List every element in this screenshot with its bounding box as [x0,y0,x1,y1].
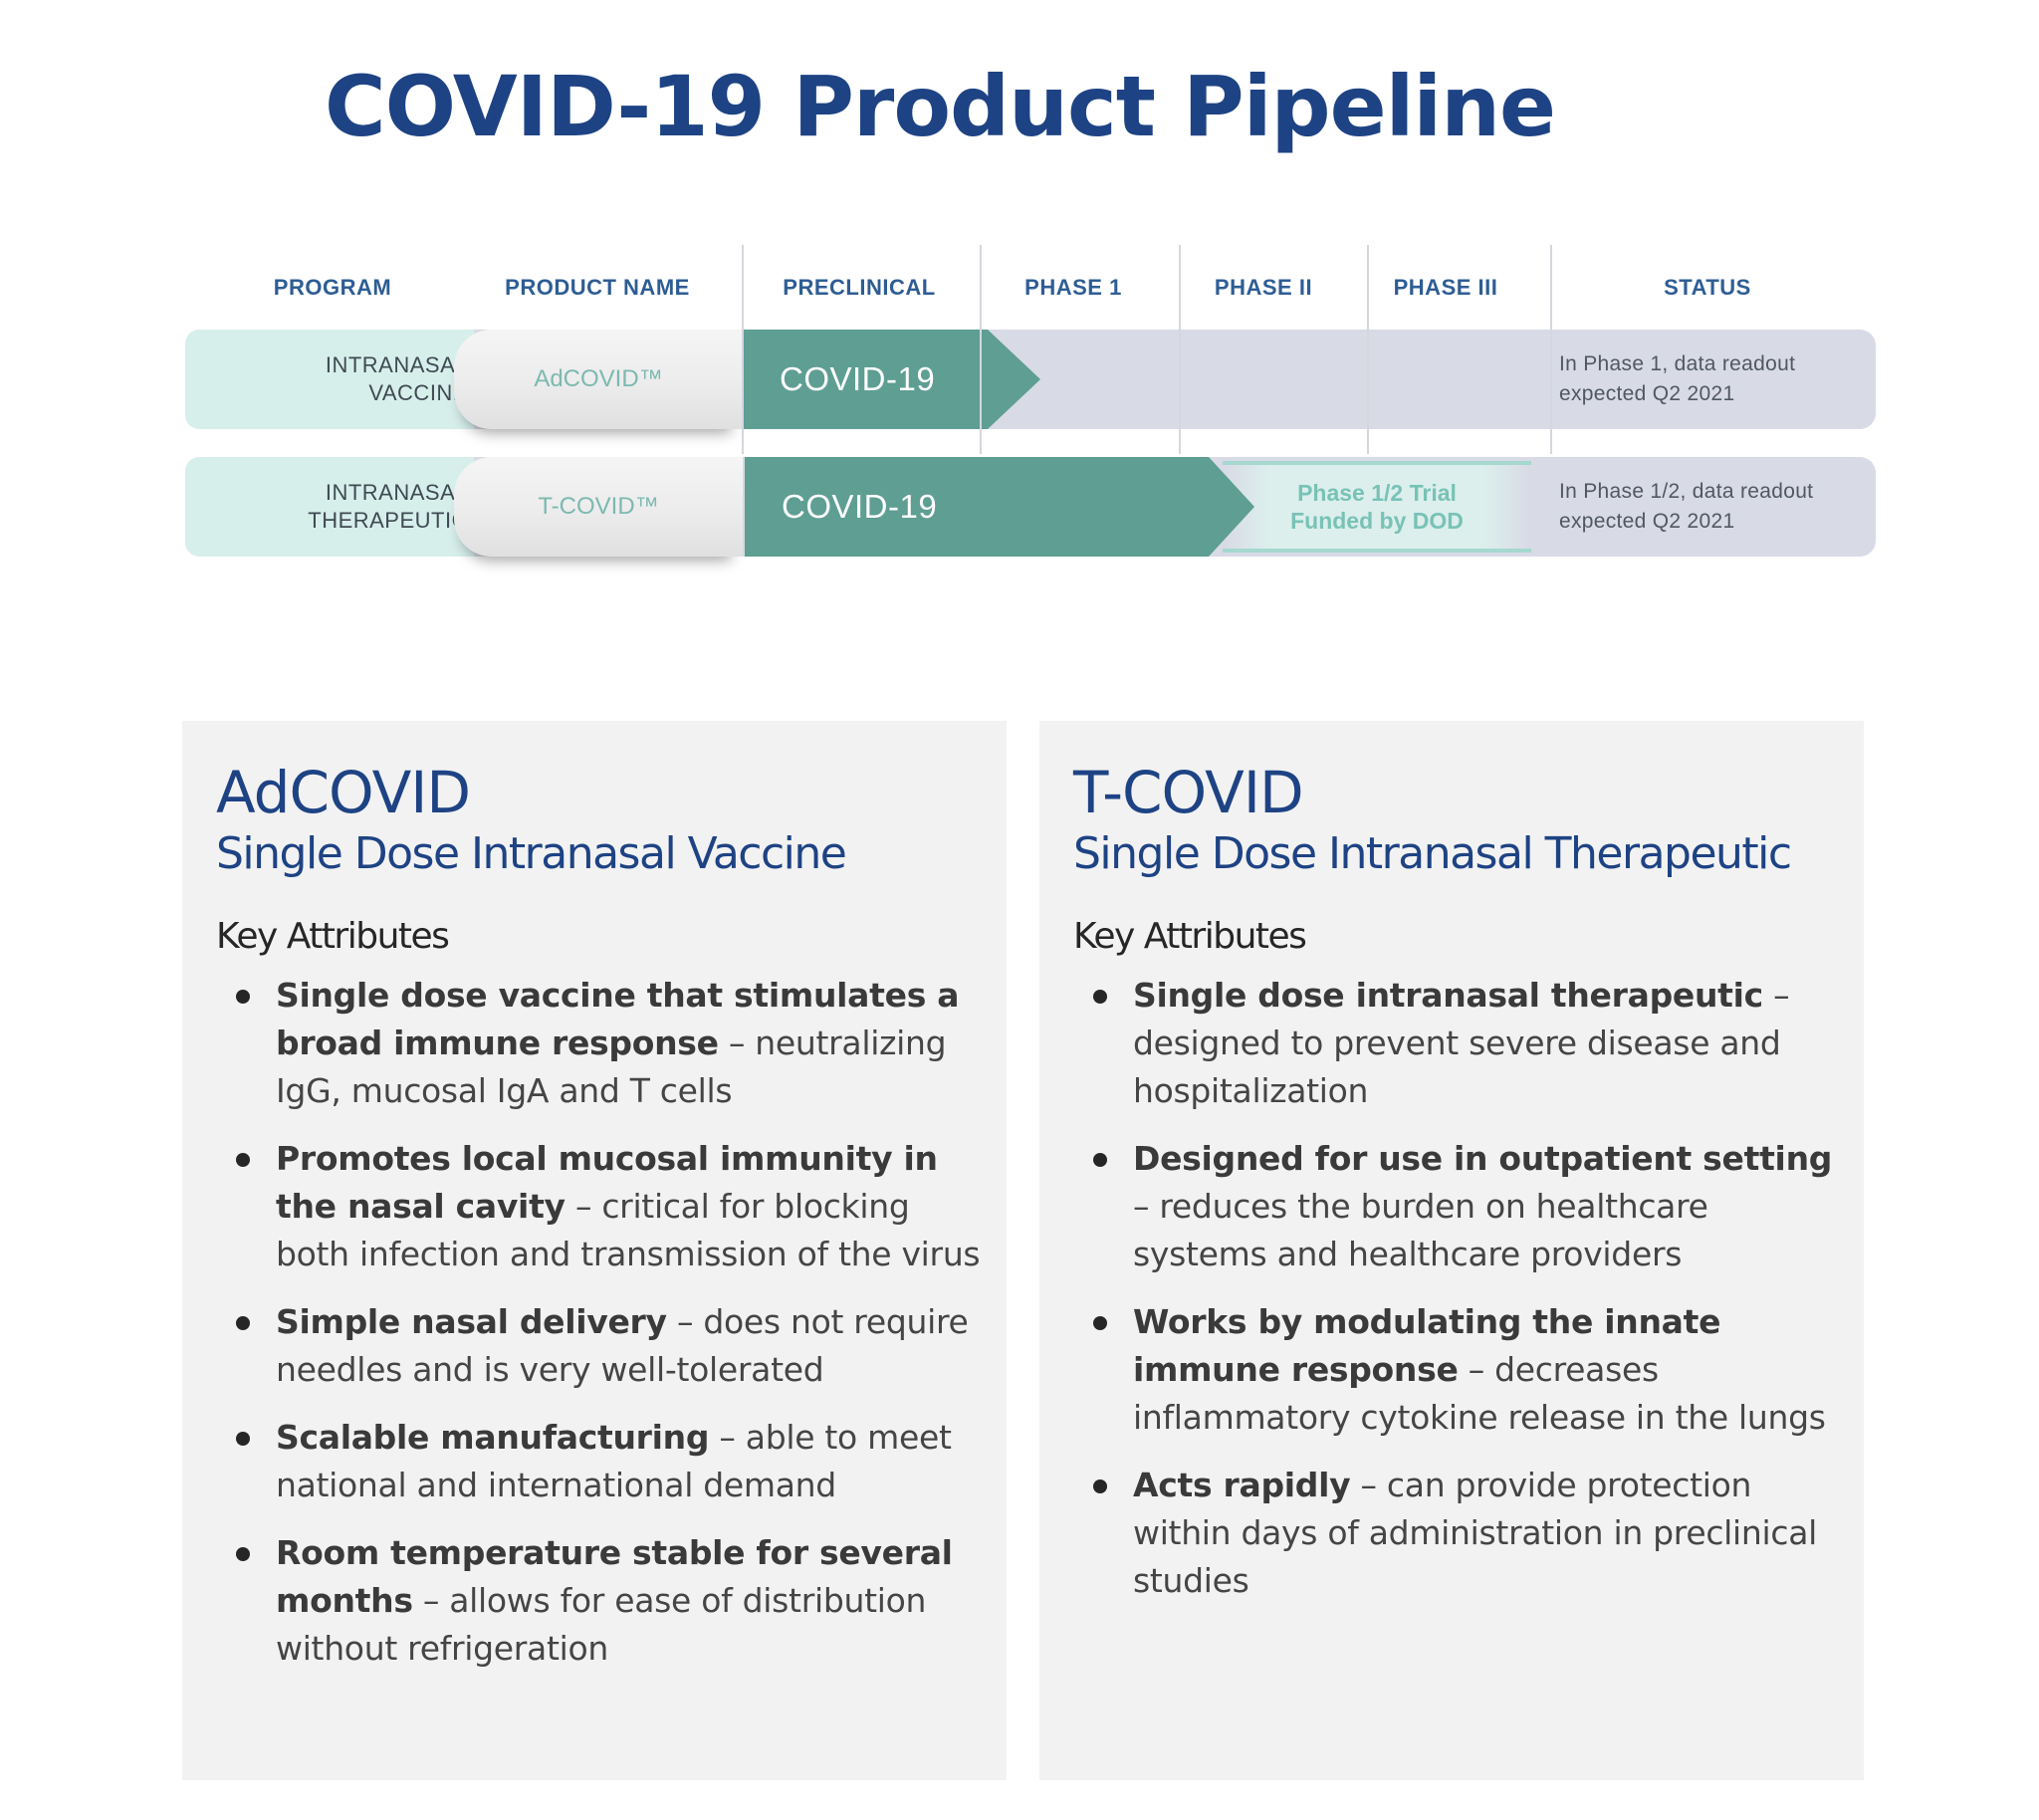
attribute-detail: – able to meet national and internationa… [276,1418,952,1504]
bullet-icon [236,1547,250,1561]
attribute-heading: Room temperature stable for several mont… [276,1533,953,1620]
header-program: PROGRAM [273,275,392,300]
attribute-heading: Single dose intranasal therapeutic [1133,976,1763,1015]
program-cell: INTRANASAL THERAPEUTIC [185,457,474,557]
pipeline-diagram: PROGRAM PRODUCT NAME PRECLINICAL PHASE 1… [0,0,2039,617]
bullet-icon [236,1432,250,1446]
bullet-icon [1093,1316,1107,1330]
attribute-heading: Designed for use in outpatient setting [1133,1139,1833,1178]
list-item: Works by modulating the innate immune re… [1073,1298,1850,1442]
list-item: Simple nasal delivery – does not require… [216,1298,993,1394]
program-cell: INTRANASAL VACCINE [185,330,474,429]
card-title: T-COVID [1073,759,1304,826]
status-text: In Phase 1, data readout expected Q2 202… [1559,352,1796,405]
bullet-icon [236,1316,250,1330]
attribute-heading: Single dose vaccine that stimulates a br… [276,976,960,1062]
product-cell: T-COVID™ [454,457,743,557]
bullet-icon [236,990,250,1004]
attribute-detail: – neutralizing IgG, mucosal IgA and T ce… [276,1024,947,1110]
list-item: Promotes local mucosal immunity in the n… [216,1135,993,1278]
attribute-detail: – critical for blocking both infection a… [276,1187,981,1273]
bullet-icon [1093,1479,1107,1493]
attribute-detail: – reduces the burden on healthcare syste… [1133,1187,1708,1273]
pipeline-row-tcovid: INTRANASAL THERAPEUTIC T-COVID™ Phase 1/… [0,457,2039,557]
page-title: COVID-19 Product Pipeline [325,58,1556,155]
progress-label: COVID-19 [782,488,938,525]
card-subtitle: Single Dose Intranasal Therapeutic [1073,828,1792,879]
attribute-heading: Works by modulating the innate immune re… [1133,1302,1721,1389]
column-divider [1367,245,1369,454]
progress-arrow [742,330,1040,429]
attribute-heading: Promotes local mucosal immunity in the n… [276,1139,938,1226]
key-attributes-label: Key Attributes [216,916,450,957]
dod-trial-label: Phase 1/2 Trial Funded by DOD [1290,480,1464,534]
column-divider [1179,245,1181,454]
attribute-heading: Simple nasal delivery [276,1302,667,1341]
progress-arrow-shape [742,330,1040,429]
column-divider [980,245,982,454]
program-label: INTRANASAL VACCINE [325,352,468,405]
attribute-heading: Acts rapidly [1133,1466,1351,1504]
progress-arrow-shape [745,457,1254,557]
header-status: STATUS [1664,275,1751,300]
dod-trial-box: Phase 1/2 Trial Funded by DOD [1223,461,1531,553]
bullet-icon [1093,990,1107,1004]
attribute-detail: – decreases inflammatory cytokine releas… [1133,1350,1826,1437]
attribute-detail: – can provide protection within days of … [1133,1466,1818,1600]
list-item: Single dose intranasal therapeutic – des… [1073,972,1850,1115]
list-item: Scalable manufacturing – able to meet na… [216,1414,993,1509]
attribute-heading: Scalable manufacturing [276,1418,710,1457]
product-cell: AdCOVID™ [454,330,743,429]
header-phase-2: PHASE II [1214,275,1313,300]
adcovid-card: AdCOVID Single Dose Intranasal Vaccine K… [182,721,1007,1780]
header-preclinical: PRECLINICAL [783,275,936,300]
progress-label: COVID-19 [780,360,936,397]
list-item: Room temperature stable for several mont… [216,1529,993,1673]
attribute-detail: – does not require needles and is very w… [276,1302,969,1389]
status-text: In Phase 1/2, data readout expected Q2 2… [1559,480,1814,533]
list-item: Acts rapidly – can provide protection wi… [1073,1462,1850,1605]
product-name: T-COVID™ [538,493,659,520]
program-label: INTRANASAL THERAPEUTIC [308,480,468,533]
header-phase-1: PHASE 1 [1024,275,1122,300]
column-divider [1550,245,1552,454]
card-subtitle: Single Dose Intranasal Vaccine [216,828,847,879]
attribute-list: Single dose intranasal therapeutic – des… [1073,972,1850,1625]
tcovid-card: T-COVID Single Dose Intranasal Therapeut… [1039,721,1864,1780]
list-item: Single dose vaccine that stimulates a br… [216,972,993,1115]
product-name: AdCOVID™ [534,365,663,392]
header-product-name: PRODUCT NAME [505,275,690,300]
attribute-detail: – allows for ease of distribution withou… [276,1581,927,1668]
list-item: Designed for use in outpatient setting –… [1073,1135,1850,1278]
card-title: AdCOVID [216,759,471,826]
column-divider [742,245,744,454]
pipeline-row-adcovid: INTRANASAL VACCINE AdCOVID™ COVID-19 In … [0,330,2039,429]
bullet-icon [1093,1153,1107,1167]
attribute-list: Single dose vaccine that stimulates a br… [216,972,993,1693]
bullet-icon [236,1153,250,1167]
progress-arrow [745,457,1254,557]
key-attributes-label: Key Attributes [1073,916,1307,957]
attribute-detail: – designed to prevent severe disease and… [1133,976,1790,1110]
header-phase-3: PHASE III [1393,275,1498,300]
